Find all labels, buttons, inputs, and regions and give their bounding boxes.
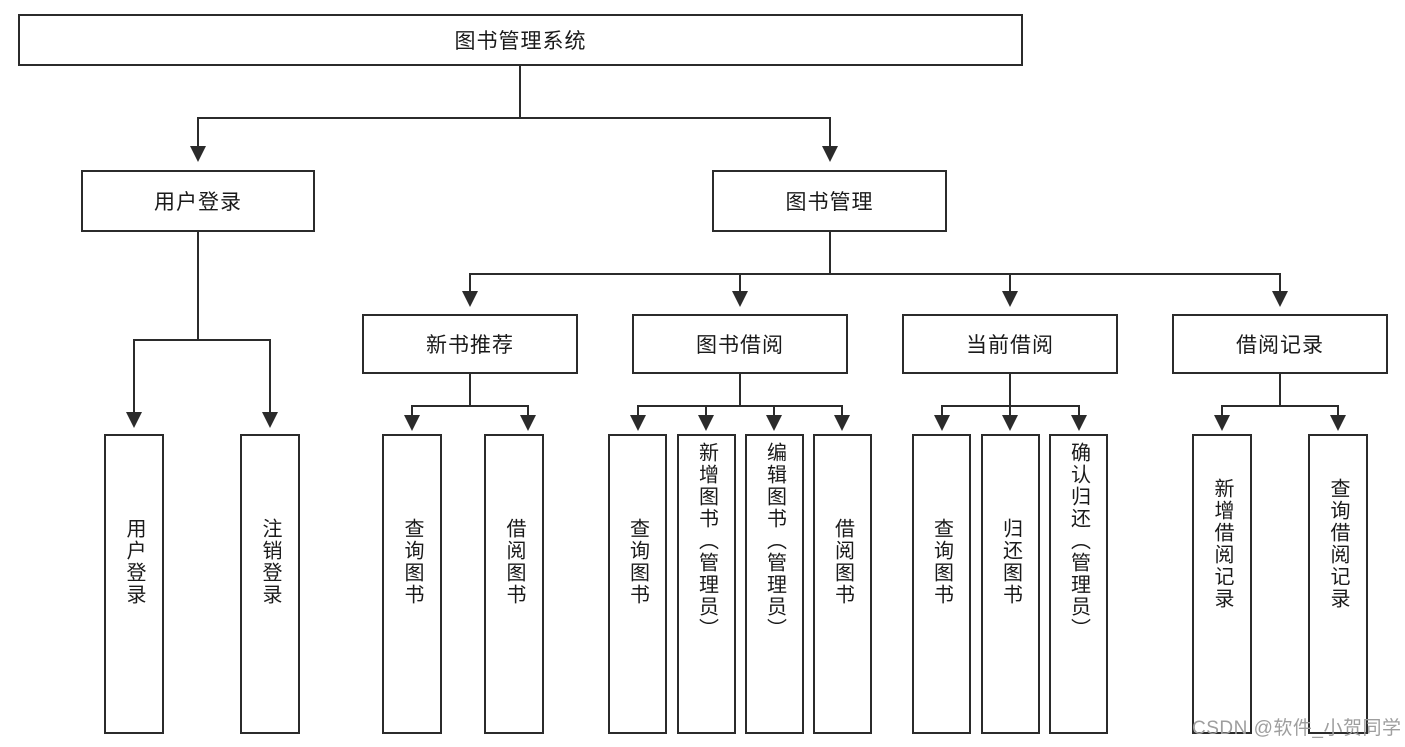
node-leaf-return-book[interactable]: 归还图书: [981, 434, 1040, 734]
edge-br-to-leaf-2: [1337, 405, 1339, 417]
node-label: 图书管理系统: [454, 30, 587, 53]
node-label: 当前借阅: [966, 334, 1054, 357]
edge-new-book-recommend-stem: [469, 374, 471, 406]
node-label: 查询借阅记录: [1327, 478, 1349, 610]
node-label: 借阅图书: [503, 518, 525, 606]
node-leaf-edit-book[interactable]: 编辑图书（管理员）: [745, 434, 804, 734]
node-label: 新书推荐: [426, 334, 514, 357]
node-label: 图书管理: [785, 191, 874, 214]
node-leaf-add-record[interactable]: 新增借阅记录: [1192, 434, 1252, 734]
edge-book-management-stem: [829, 232, 831, 274]
node-user-login[interactable]: 用户登录: [81, 170, 315, 232]
node-label: 新增借阅记录: [1211, 478, 1233, 610]
edge-nbr-to-leaf-2: [527, 405, 529, 417]
edge-borrow-record-stem: [1279, 374, 1281, 406]
edge-root-to-user-login: [197, 117, 199, 149]
node-label: 编辑图书（管理员）: [763, 442, 786, 640]
node-new-book-recommend[interactable]: 新书推荐: [362, 314, 578, 374]
edge-book-borrow-stem: [739, 374, 741, 406]
edge-book-management-bus: [469, 273, 1281, 275]
node-borrow-record[interactable]: 借阅记录: [1172, 314, 1388, 374]
node-label: 用户登录: [123, 518, 145, 606]
arrowhead-leaf-return-book: [1002, 415, 1018, 431]
node-leaf-query-book-1[interactable]: 查询图书: [382, 434, 442, 734]
node-label: 归还图书: [999, 518, 1022, 606]
arrowhead-leaf-query-record: [1330, 415, 1346, 431]
arrowhead-leaf-logout-login: [262, 412, 278, 428]
arrowhead-current-borrow: [1002, 291, 1018, 307]
node-book-management[interactable]: 图书管理: [712, 170, 947, 232]
arrowhead-leaf-edit-book: [766, 415, 782, 431]
node-leaf-user-login[interactable]: 用户登录: [104, 434, 164, 734]
node-label: 用户登录: [154, 191, 242, 214]
node-leaf-borrow-book-2[interactable]: 借阅图书: [813, 434, 872, 734]
arrowhead-leaf-add-record: [1214, 415, 1230, 431]
edge-bb-to-leaf-3: [773, 405, 775, 417]
node-leaf-query-book-3[interactable]: 查询图书: [912, 434, 971, 734]
edge-current-borrow-stem: [1009, 374, 1011, 406]
node-label: 查询图书: [930, 518, 953, 606]
edge-root-to-book-management: [829, 117, 831, 149]
edge-bb-to-leaf-4: [841, 405, 843, 417]
arrowhead-leaf-query-book-2: [630, 415, 646, 431]
arrowhead-leaf-query-book-1: [404, 415, 420, 431]
edge-cb-to-leaf-2: [1009, 405, 1011, 417]
arrowhead-borrow-record: [1272, 291, 1288, 307]
edge-bm-to-new-book-recommend: [469, 273, 471, 293]
node-label: 查询图书: [626, 518, 649, 606]
edge-user-login-bus: [133, 339, 271, 341]
node-leaf-borrow-book-1[interactable]: 借阅图书: [484, 434, 544, 734]
node-leaf-query-record[interactable]: 查询借阅记录: [1308, 434, 1368, 734]
edge-bm-to-borrow-record: [1279, 273, 1281, 293]
arrowhead-leaf-user-login: [126, 412, 142, 428]
node-current-borrow[interactable]: 当前借阅: [902, 314, 1118, 374]
arrowhead-leaf-borrow-book-1: [520, 415, 536, 431]
node-label: 注销登录: [259, 518, 281, 606]
edge-br-to-leaf-1: [1221, 405, 1223, 417]
arrowhead-leaf-borrow-book-2: [834, 415, 850, 431]
node-label: 图书借阅: [696, 334, 784, 357]
arrowhead-book-borrow: [732, 291, 748, 307]
node-label: 借阅记录: [1236, 334, 1324, 357]
node-leaf-confirm-return[interactable]: 确认归还（管理员）: [1049, 434, 1108, 734]
edge-root-stem: [519, 66, 521, 118]
edge-book-borrow-bus: [637, 405, 843, 407]
arrowhead-leaf-add-book: [698, 415, 714, 431]
node-label: 查询图书: [401, 518, 423, 606]
edge-nbr-to-leaf-1: [411, 405, 413, 417]
edge-root-bus: [197, 117, 831, 119]
edge-bb-to-leaf-1: [637, 405, 639, 417]
node-label: 新增图书（管理员）: [695, 442, 718, 640]
node-leaf-add-book[interactable]: 新增图书（管理员）: [677, 434, 736, 734]
edge-cb-to-leaf-3: [1078, 405, 1080, 417]
edge-bm-to-book-borrow: [739, 273, 741, 293]
csdn-watermark: CSDN @软件_小贺同学: [1192, 718, 1402, 739]
node-book-borrow[interactable]: 图书借阅: [632, 314, 848, 374]
edge-user-login-to-leaf-1: [133, 339, 135, 414]
arrowhead-new-book-recommend: [462, 291, 478, 307]
arrowhead-leaf-query-book-3: [934, 415, 950, 431]
arrowhead-user-login: [190, 146, 206, 162]
edge-cb-to-leaf-1: [941, 405, 943, 417]
arrowhead-book-management: [822, 146, 838, 162]
edge-bb-to-leaf-2: [705, 405, 707, 417]
node-label: 借阅图书: [831, 518, 854, 606]
node-leaf-logout-login[interactable]: 注销登录: [240, 434, 300, 734]
node-label: 确认归还（管理员）: [1067, 442, 1090, 640]
edge-new-book-recommend-bus: [411, 405, 529, 407]
node-leaf-query-book-2[interactable]: 查询图书: [608, 434, 667, 734]
node-root-book-management-system[interactable]: 图书管理系统: [18, 14, 1023, 66]
arrowhead-leaf-confirm-return: [1071, 415, 1087, 431]
edge-bm-to-current-borrow: [1009, 273, 1011, 293]
edge-user-login-to-leaf-2: [269, 339, 271, 414]
edge-borrow-record-bus: [1221, 405, 1339, 407]
edge-user-login-stem: [197, 232, 199, 340]
